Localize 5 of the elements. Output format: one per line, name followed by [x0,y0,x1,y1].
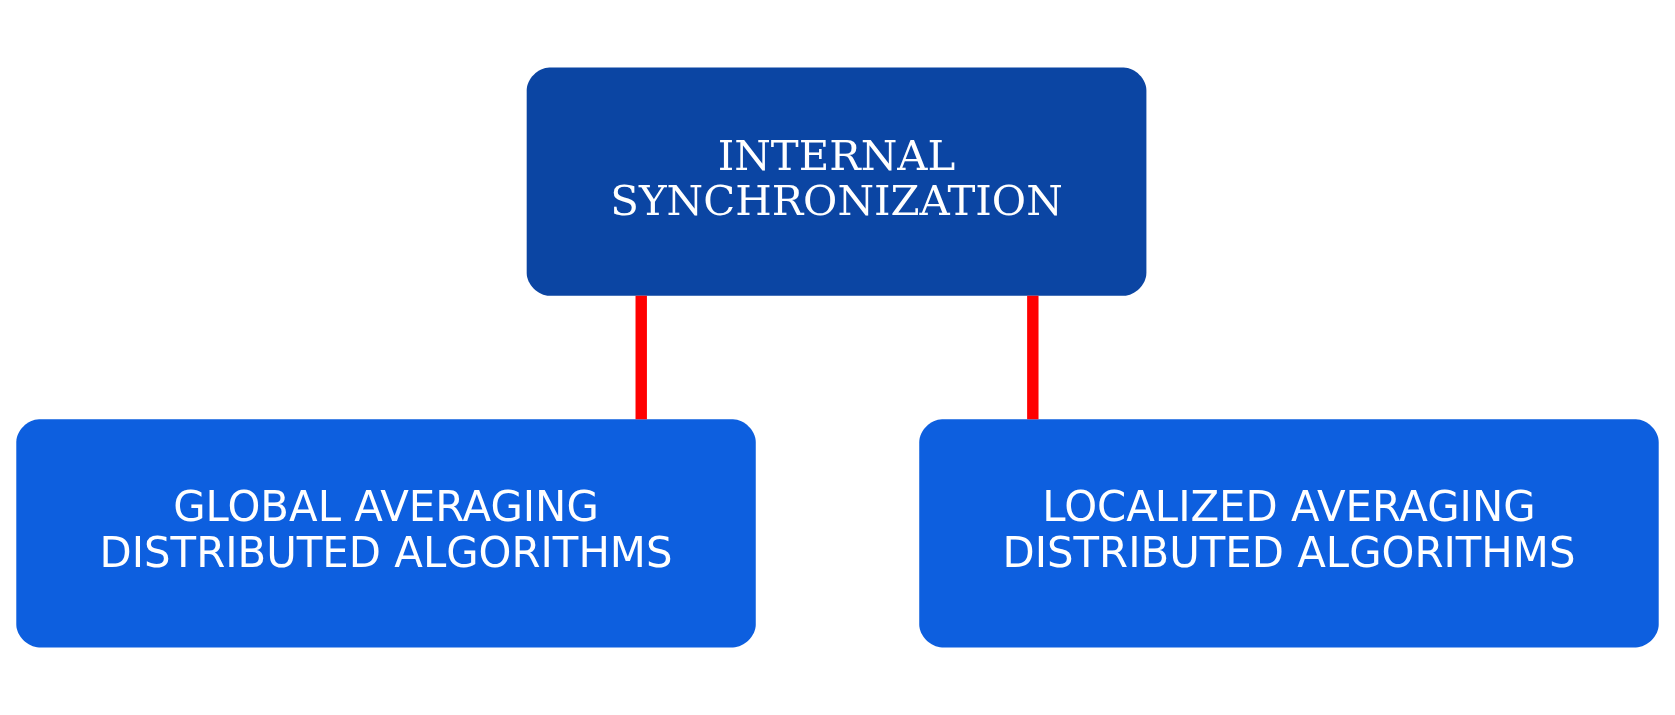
connector [635,295,647,420]
connector [1027,295,1039,420]
node-box: GLOBAL AVERAGING DISTRIBUTED ALGORITHMS [16,419,756,648]
node-box: INTERNAL SYNCHRONIZATION [526,67,1147,296]
node-box: LOCALIZED AVERAGING DISTRIBUTED ALGORITHMS [919,419,1659,648]
